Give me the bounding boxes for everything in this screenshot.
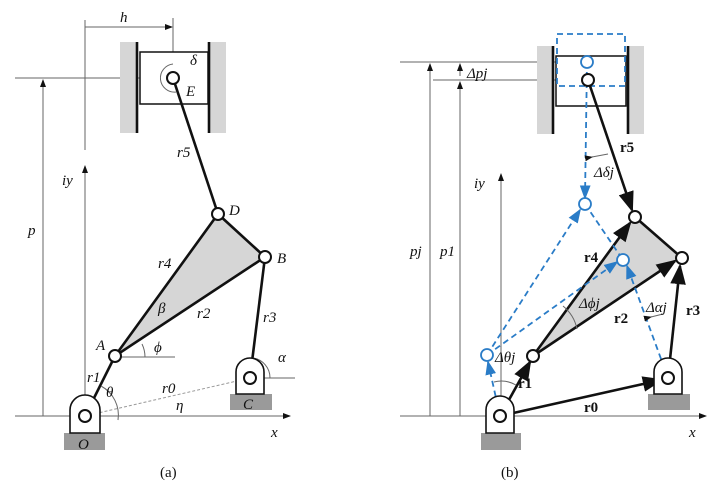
- ground-C: [230, 394, 272, 410]
- panel-a: h δ E r5 iy p D B r4 r2 r3 β A ϕ α r1 θ …: [15, 10, 295, 481]
- label-delta: δ: [190, 53, 198, 69]
- label-iy-b: iy: [474, 176, 485, 192]
- label-phi: ϕ: [154, 340, 162, 356]
- label-r0-b: r0: [584, 400, 598, 416]
- label-B: B: [277, 251, 286, 267]
- label-C: C: [243, 397, 254, 413]
- label-eta: η: [176, 398, 183, 414]
- label-p1: p1: [439, 244, 455, 260]
- label-p: p: [27, 223, 36, 239]
- ternary-link: [113, 212, 268, 358]
- label-delta-pj: Δpj: [466, 66, 487, 82]
- label-pj: pj: [409, 244, 422, 260]
- label-r4-b: r4: [584, 250, 599, 266]
- label-delta-phij: Δϕj: [578, 296, 600, 312]
- label-r0: r0: [162, 381, 176, 397]
- label-r3: r3: [263, 310, 276, 326]
- label-r5: r5: [177, 145, 191, 161]
- label-r2: r2: [197, 306, 211, 322]
- caption-b: (b): [501, 465, 519, 481]
- label-h: h: [120, 10, 128, 26]
- label-r2-b: r2: [614, 311, 628, 327]
- label-D: D: [228, 203, 240, 219]
- label-r3-b: r3: [686, 303, 700, 319]
- label-x: x: [270, 425, 278, 441]
- caption-a: (a): [160, 465, 177, 481]
- label-delta-alphaj: Δαj: [645, 300, 667, 316]
- ground-O: [64, 433, 105, 450]
- label-delta-thetaj: Δθj: [494, 350, 515, 366]
- label-alpha: α: [278, 350, 287, 366]
- label-O: O: [78, 437, 89, 453]
- label-beta: β: [157, 301, 166, 317]
- label-A: A: [95, 338, 106, 354]
- label-delta-deltaj: Δδj: [593, 165, 614, 181]
- label-theta: θ: [106, 385, 114, 401]
- label-r1: r1: [87, 370, 100, 386]
- label-iy: iy: [62, 173, 73, 189]
- label-x-b: x: [688, 425, 696, 441]
- label-r1-b: r1: [518, 376, 532, 392]
- label-r4: r4: [158, 256, 172, 272]
- label-E: E: [185, 84, 195, 100]
- panel-b: Δpj r5 Δδj iy pj p1 r4 Δϕj r2 Δαj r3 Δθj…: [400, 33, 707, 481]
- label-r5-b: r5: [620, 140, 634, 156]
